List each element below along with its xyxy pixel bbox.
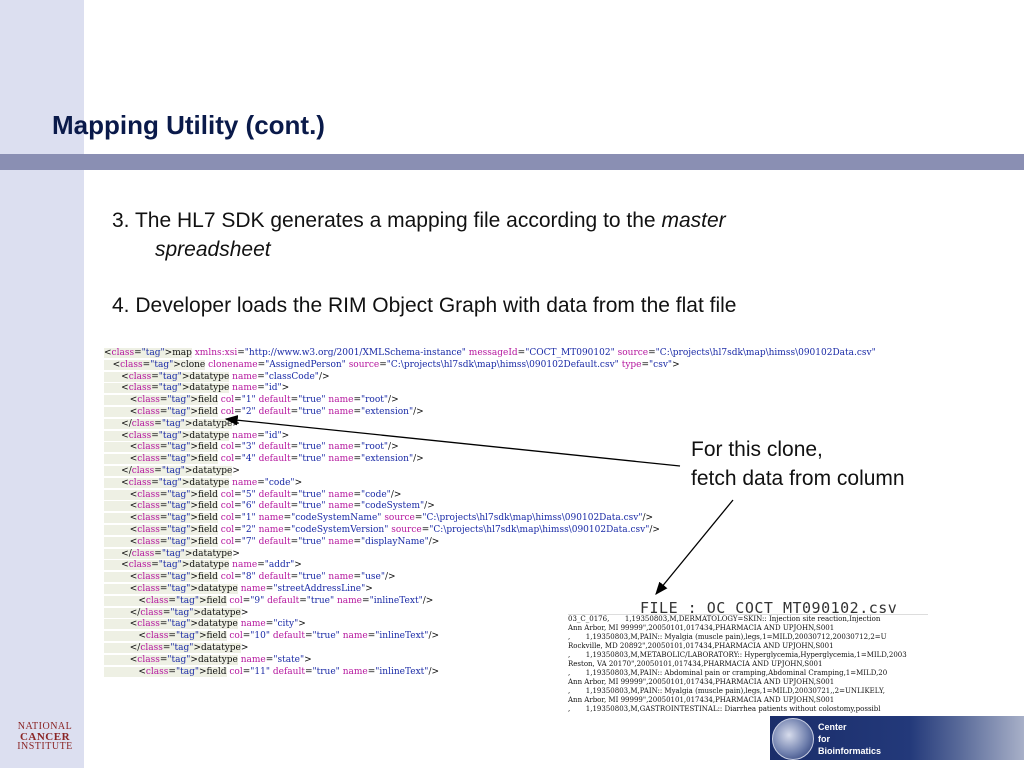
xml-line: </class="tag">datatype> xyxy=(104,548,240,559)
cbiit-emblem-icon xyxy=(772,718,814,760)
csv-line: Ann Arbor, MI 99999",20050101,017434,PHA… xyxy=(568,624,835,632)
xml-line: <class="tag">datatype name="classCode"/> xyxy=(104,371,330,382)
left-decor-band xyxy=(0,0,84,768)
csv-line: Reston, VA 20170",20050101,017434,PHARMA… xyxy=(568,660,823,668)
xml-line: </class="tag">datatype> xyxy=(104,642,249,653)
xml-mapping-file: <class="tag">map xmlns:xsi="http://www.w… xyxy=(104,348,876,678)
xml-line: <class="tag">datatype name="streetAddres… xyxy=(104,583,373,594)
csv-line: Rockville, MD 20892",20050101,017434,PHA… xyxy=(568,642,834,650)
xml-line: <class="tag">datatype name="id"> xyxy=(104,383,290,394)
xml-line: </class="tag">datatype> xyxy=(104,607,249,618)
csv-line: , 1,19350803,M,PAIN:: Myalgia (muscle pa… xyxy=(568,687,885,695)
csv-line: , 1,19350803,M,PAIN:: Abdominal pain or … xyxy=(568,669,888,677)
xml-line: <class="tag">field col="9" default="true… xyxy=(104,595,434,606)
csv-line: Ann Arbor, MI 99999",20050101,017434,PHA… xyxy=(568,696,835,704)
callout-line-2: fetch data from column xyxy=(691,467,905,490)
xml-line: <class="tag">map xmlns:xsi="http://www.w… xyxy=(104,348,876,358)
csv-flat-file-preview: 03_C_0176, 1,19350803,M,DERMATOLOGY=SKIN… xyxy=(568,614,928,713)
csv-line: 03_C_0176, 1,19350803,M,DERMATOLOGY=SKIN… xyxy=(568,615,881,623)
xml-line: <class="tag">datatype name="state"> xyxy=(104,654,312,665)
xml-line: <class="tag">field col="7" default="true… xyxy=(104,536,440,547)
callout-annotation: For this clone, fetch data from column xyxy=(691,435,905,493)
cbiit-line-2: for xyxy=(818,734,830,744)
xml-line: <class="tag">field col="8" default="true… xyxy=(104,572,396,583)
xml-line: </class="tag">datatype> xyxy=(104,418,240,429)
xml-line: <class="tag">clone clonename="AssignedPe… xyxy=(104,359,680,370)
nci-logo-line-1: NATIONAL xyxy=(17,721,73,732)
xml-line: <class="tag">field col="2" name="codeSys… xyxy=(104,524,660,535)
xml-line: <class="tag">datatype name="city"> xyxy=(104,619,306,630)
xml-line: <class="tag">datatype name="addr"> xyxy=(104,560,302,571)
csv-line: , 1,19350803,M,GASTROINTESTINAL:: Diarrh… xyxy=(568,705,881,713)
nci-logo-line-3: INSTITUTE xyxy=(17,741,73,752)
bullet-1-italic-master: master xyxy=(661,209,726,232)
xml-line: <class="tag">field col="6" default="true… xyxy=(104,501,435,512)
title-divider-bar xyxy=(0,154,1024,170)
bullet-1-italic-spreadsheet: spreadsheet xyxy=(155,238,271,261)
cbiit-line-3: Bioinformatics xyxy=(818,746,882,756)
slide-title: Mapping Utility (cont.) xyxy=(52,110,325,140)
bullet-1-text: 3. The HL7 SDK generates a mapping file … xyxy=(112,209,662,232)
xml-line: <class="tag">field col="1" default="true… xyxy=(104,395,399,406)
callout-line-1: For this clone, xyxy=(691,438,823,461)
xml-line: <class="tag">field col="10" default="tru… xyxy=(104,631,440,642)
xml-line: <class="tag">datatype name="code"> xyxy=(104,477,303,488)
xml-line: <class="tag">field col="2" default="true… xyxy=(104,406,424,417)
cbiit-line-1: Center xyxy=(818,722,847,732)
bullet-sdk-generates: 3. The HL7 SDK generates a mapping file … xyxy=(112,206,972,264)
csv-line: Ann Arbor, MI 99999",20050101,017434,PHA… xyxy=(568,678,835,686)
nci-logo: NATIONAL CANCER INSTITUTE xyxy=(14,722,76,762)
xml-line: </class="tag">datatype> xyxy=(104,465,240,476)
xml-line: <class="tag">field col="5" default="true… xyxy=(104,489,402,500)
xml-line: <class="tag">field col="11" default="tru… xyxy=(104,666,440,677)
nci-logo-line-2: CANCER xyxy=(19,731,71,743)
csv-line: , 1,19350803,M,PAIN:: Myalgia (muscle pa… xyxy=(568,633,887,641)
bullet-developer-loads: 4. Developer loads the RIM Object Graph … xyxy=(112,294,737,317)
xml-line: <class="tag">field col="1" name="codeSys… xyxy=(104,513,654,524)
csv-line: , 1,19350803,M,METABOLIC/LABORATORY:: Hy… xyxy=(568,651,907,659)
cbiit-logo-text: Center for Bioinformatics xyxy=(818,721,881,757)
csv-file-label: FILE : OC COCT MT090102.csv xyxy=(640,599,898,617)
